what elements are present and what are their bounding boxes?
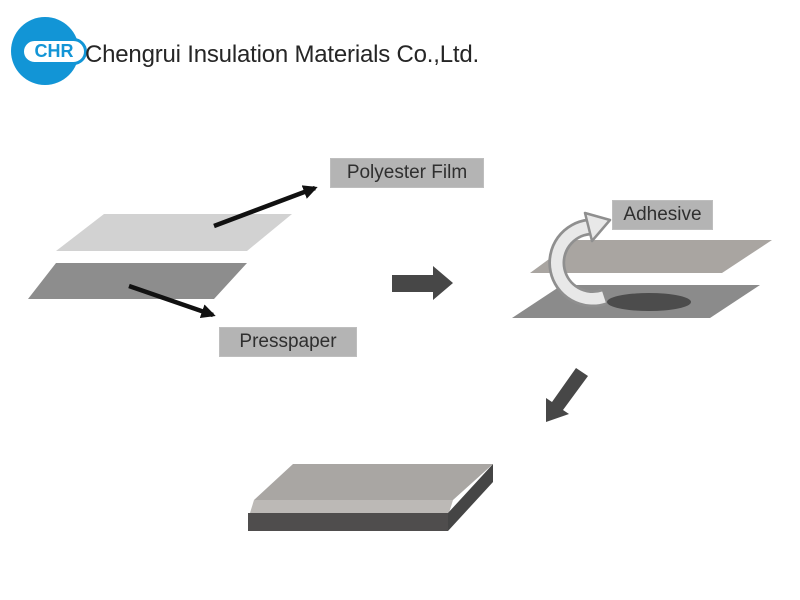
adhesive-label: Adhesive bbox=[612, 200, 713, 230]
polyester-film-label: Polyester Film bbox=[330, 158, 484, 188]
company-logo: CHR bbox=[11, 17, 87, 85]
laminate-front-edge-highlight bbox=[250, 500, 453, 513]
laminate-top-face bbox=[254, 464, 493, 500]
process-right-arrow-icon bbox=[392, 266, 453, 300]
presspaper-label: Presspaper bbox=[219, 327, 357, 357]
logo-text: CHR bbox=[21, 38, 87, 65]
laminate-right-face bbox=[448, 464, 493, 531]
polyester-film-layer bbox=[56, 214, 292, 251]
polyester-film-pointer-arrow bbox=[213, 185, 318, 229]
adhesive-top-layer bbox=[530, 240, 772, 273]
header: CHR Chengrui Insulation Materials Co.,Lt… bbox=[0, 0, 800, 100]
adhesive-curved-arrow-icon bbox=[548, 211, 612, 308]
presspaper-pointer-arrow bbox=[128, 283, 216, 319]
process-down-left-arrow-icon bbox=[546, 368, 588, 422]
adhesive-spot-ellipse bbox=[607, 293, 691, 311]
laminate-board bbox=[248, 464, 493, 531]
presspaper-layer bbox=[28, 263, 247, 299]
company-name: Chengrui Insulation Materials Co.,Ltd. bbox=[85, 41, 479, 68]
laminate-front-face bbox=[248, 513, 448, 531]
